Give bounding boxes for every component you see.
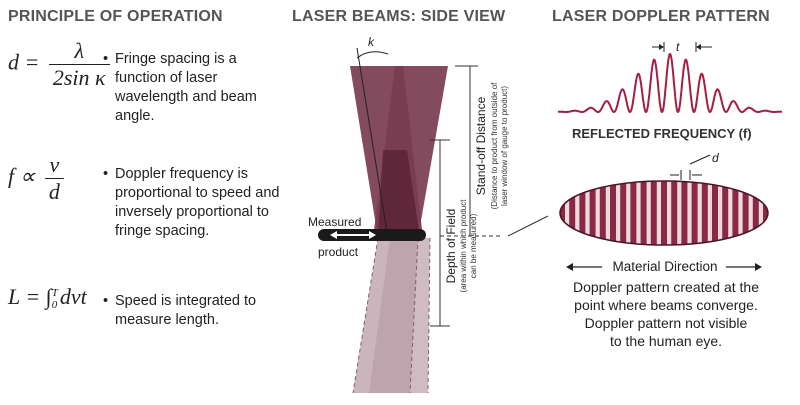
doppler-fringe-stripe — [738, 181, 743, 245]
doppler-pattern-outline — [559, 180, 769, 246]
doppler-fringes — [565, 181, 763, 245]
faded-beam-edge — [352, 237, 379, 394]
formula-fringe-spacing: d = λ 2sin κ — [8, 38, 110, 91]
doppler-fringe-stripe — [595, 181, 600, 245]
doppler-fringe-stripe — [677, 181, 682, 245]
doppler-fringe-stripe — [707, 181, 712, 245]
connector-to-pattern — [527, 215, 549, 227]
formula-lhs: f ∝ — [8, 163, 36, 189]
standoff-sublabel: (Distance to product from outside of — [490, 82, 499, 210]
doppler-fringe-stripe — [718, 181, 723, 245]
doppler-fringe-stripe — [565, 181, 570, 245]
doppler-fringe-stripe — [605, 181, 610, 245]
bullet-length-integral: Speed is integrated to measure length. — [103, 292, 290, 330]
period-marker-arrowhead — [696, 44, 701, 50]
formula-lhs: d = — [8, 49, 40, 75]
beam-angle-label: k — [368, 35, 375, 49]
doppler-fringe-stripe — [616, 181, 621, 245]
connector-to-pattern — [507, 225, 529, 237]
doppler-fringe-stripe — [667, 181, 672, 245]
doppler-caption-line: to the human eye. — [609, 333, 723, 349]
formula-fraction: v d — [44, 152, 64, 205]
formula-doppler-frequency: f ∝ v d — [8, 152, 64, 205]
formula-numerator: λ — [48, 38, 110, 65]
material-direction-arrowhead-left — [566, 263, 573, 271]
bullet-doppler-frequency: Doppler frequency is proportional to spe… — [103, 165, 290, 241]
faded-beam-edge — [427, 237, 431, 394]
doppler-fringe-stripe — [585, 181, 590, 245]
measured-product-label: product — [318, 245, 359, 259]
formula-denominator: d — [48, 179, 60, 204]
formula-fraction: λ 2sin κ — [48, 38, 110, 91]
doppler-fringe-stripe — [728, 181, 733, 245]
faded-beam-edge — [409, 237, 419, 394]
fringe-marker-leader — [689, 154, 711, 165]
standoff-label: Stand-off Distance — [474, 96, 488, 195]
period-label: t — [676, 40, 680, 54]
fringe-spacing-label: d — [712, 151, 719, 165]
doppler-fringe-stripe — [758, 181, 763, 245]
depth-of-field-label: Depth of Field — [444, 209, 458, 284]
doppler-fringe-stripe — [646, 181, 651, 245]
doppler-caption-line: point where beams converge. — [574, 297, 758, 313]
heading-doppler-pattern: LASER DOPPLER PATTERN — [552, 8, 770, 25]
product-motion-arrowhead-right — [369, 231, 376, 239]
formula-length-integral: L = ∫ T 0 dvt — [8, 284, 87, 311]
doppler-fringe-stripe — [656, 181, 661, 245]
integral-integrand: dvt — [59, 284, 87, 309]
integral-lower-limit: 0 — [51, 298, 58, 311]
doppler-fringe-stripe — [575, 181, 580, 245]
doppler-caption: Doppler pattern created at the point whe… — [546, 278, 786, 350]
doppler-fringe-stripe — [626, 181, 631, 245]
doppler-fringe-stripe — [697, 181, 702, 245]
doppler-caption-line: Doppler pattern not visible — [584, 315, 748, 331]
material-direction-label: Material Direction — [612, 259, 718, 274]
standoff-sublabel: laser window of gauge to product) — [500, 86, 509, 206]
doppler-fringe-stripe — [748, 181, 753, 245]
formula-lhs: L = ∫ — [8, 284, 52, 309]
heading-principle: PRINCIPLE OF OPERATION — [8, 8, 223, 25]
depth-of-field-sublabel: (area within which product — [459, 199, 468, 293]
beam-angle-arc — [356, 51, 389, 59]
doppler-fringe-stripe — [636, 181, 641, 245]
lower-beam-right-faded — [353, 238, 418, 393]
formula-denominator: 2sin κ — [52, 65, 106, 90]
doppler-fringe-stripe — [687, 181, 692, 245]
beam-angle-reference-line — [356, 47, 389, 239]
bullet-fringe-spacing: Fringe spacing is a function of laser wa… — [103, 50, 290, 126]
reflected-frequency-waveform — [558, 52, 782, 114]
doppler-caption-line: Doppler pattern created at the — [572, 279, 759, 295]
heading-side-view: LASER BEAMS: SIDE VIEW — [292, 8, 506, 25]
measured-product-label: Measured — [308, 215, 361, 229]
product-motion-arrowhead-left — [330, 231, 337, 239]
integral-upper-limit: T — [51, 286, 58, 299]
doppler-pattern-ellipse — [560, 181, 768, 245]
period-marker-arrowhead — [659, 44, 664, 50]
depth-of-field-sublabel: can be measured) — [469, 213, 478, 278]
reflected-frequency-label: REFLECTED FREQUENCY (f) — [572, 126, 752, 141]
formula-numerator: v — [44, 152, 64, 179]
beam-convergence — [378, 150, 420, 238]
material-direction-arrowhead-right — [755, 263, 762, 271]
